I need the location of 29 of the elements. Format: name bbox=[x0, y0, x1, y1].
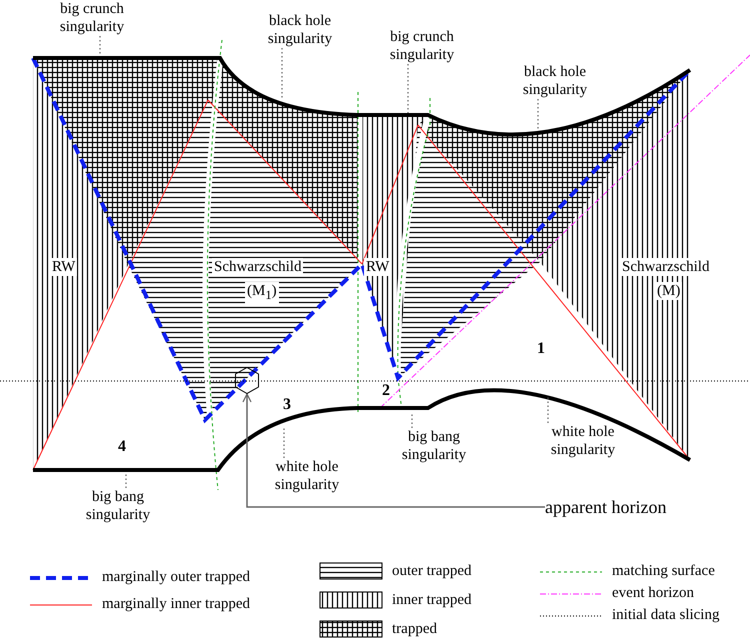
legend-label: matching surface bbox=[612, 562, 715, 580]
callout-label: white hole singularity bbox=[538, 423, 628, 459]
mass-label: (M$_{1}$) bbox=[245, 282, 279, 304]
hexagon-marker bbox=[235, 367, 259, 394]
legend-label: trapped bbox=[392, 620, 437, 638]
region-label: Schwarzschild bbox=[620, 258, 712, 276]
region-number: 4 bbox=[118, 438, 126, 456]
region-label: Schwarzschild bbox=[212, 258, 304, 276]
region-number: 1 bbox=[537, 340, 545, 358]
callout-label: big bang singularity bbox=[389, 428, 479, 464]
mass-label: (M) bbox=[655, 282, 682, 300]
callout-label: black hole singularity bbox=[255, 12, 345, 48]
legend-label: initial data slicing bbox=[612, 606, 720, 624]
legend-label: marginally inner trapped bbox=[102, 595, 250, 613]
legend-label: event horizon bbox=[612, 584, 694, 602]
callout-label: black hole singularity bbox=[510, 63, 600, 99]
region-number: 3 bbox=[283, 396, 291, 414]
callout-label: white hole singularity bbox=[262, 458, 352, 494]
arrow bbox=[242, 393, 545, 508]
callout-label: big crunch singularity bbox=[47, 0, 137, 36]
callout-label: big bang singularity bbox=[73, 488, 163, 524]
region-label: RW bbox=[50, 258, 78, 276]
callout-label: apparent horizon bbox=[545, 496, 666, 518]
legend-label: inner trapped bbox=[392, 591, 472, 609]
callout-label: big crunch singularity bbox=[377, 28, 467, 64]
region-label: RW bbox=[364, 258, 392, 276]
legend-label: outer trapped bbox=[392, 562, 472, 580]
region-number: 2 bbox=[382, 382, 390, 400]
legend-label: marginally outer trapped bbox=[102, 568, 250, 586]
